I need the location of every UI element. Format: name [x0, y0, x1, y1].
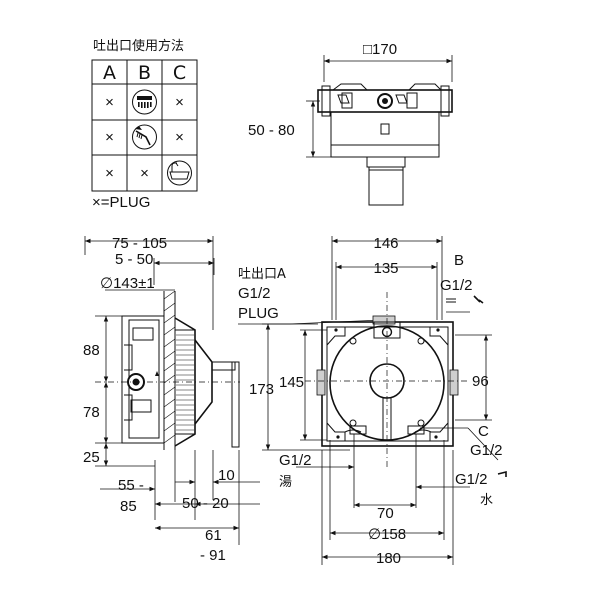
outlet-b-thread: G1/2: [440, 277, 473, 294]
outlet-a-thread: G1/2: [238, 285, 271, 302]
front-view: 146 135 吐出口A G1/2 PLUG B G1/2: [238, 235, 507, 567]
plug-mark: ×: [175, 129, 184, 146]
outlet-a-plug: PLUG: [238, 305, 279, 322]
cold-faucet-icon: [497, 470, 507, 477]
bathtub-icon: [167, 160, 192, 186]
front-dimension-158: ∅158: [368, 526, 406, 543]
outlet-b-shower-icon: [446, 298, 456, 303]
cold-thread-label: G1/2: [455, 471, 488, 488]
side-bottom-dimension-b: 85: [120, 498, 137, 515]
outlet-b-hand-shower-icon: [473, 295, 484, 304]
side-right-dimension-a: 10: [218, 467, 235, 484]
hand-shower-icon: [132, 124, 157, 150]
outlet-b-label: B: [454, 252, 464, 269]
column-a-header: A: [103, 62, 116, 84]
hot-thread-label: G1/2: [279, 452, 312, 469]
side-right-dimension-b: 50 - 20: [182, 495, 229, 512]
side-view: 75 - 105 5 - 50 ∅143±1: [83, 235, 260, 564]
side-lower-dimension: 78: [83, 404, 100, 421]
column-b-header: B: [138, 62, 151, 84]
front-dimension-180: 180: [376, 550, 401, 567]
front-dimension-70: 70: [377, 505, 394, 522]
shower-head-icon: [132, 89, 157, 115]
side-bottom-dimension-a: 55 -: [118, 477, 144, 494]
plug-mark: ×: [140, 165, 149, 182]
top-depth-dimension: 50 - 80: [248, 122, 295, 139]
side-far-dimension-a: 61: [205, 527, 222, 544]
side-overall-dimension: 75 - 105: [112, 235, 167, 252]
outlet-table-title: 吐出口使用方法: [93, 38, 184, 54]
column-c-header: C: [173, 62, 186, 84]
side-inset-dimension: 5 - 50: [115, 251, 153, 268]
side-diameter-dimension: ∅143±1: [100, 275, 155, 292]
front-dimension-173: 173: [249, 381, 274, 398]
plug-mark: ×: [105, 165, 114, 182]
front-dimension-146: 146: [373, 235, 398, 252]
top-width-dimension: □170: [363, 41, 397, 58]
hot-water-label: 湯: [279, 475, 292, 490]
outlet-c-thread: G1/2: [470, 442, 503, 459]
front-dimension-96: 96: [472, 373, 489, 390]
top-view: □170 50 - 80: [248, 41, 453, 206]
side-far-dimension-b: - 91: [200, 547, 226, 564]
plug-mark: ×: [105, 129, 114, 146]
plug-mark: ×: [175, 94, 184, 111]
wall-section: [163, 290, 176, 450]
front-dimension-145: 145: [279, 374, 304, 391]
outlet-usage-table: 吐出口使用方法 A B C × × × × × ×: [91, 38, 198, 211]
plug-mark: ×: [105, 94, 114, 111]
outlet-c-label: C: [478, 423, 489, 440]
outlet-a-label: 吐出口A: [238, 267, 286, 282]
plug-legend: ×=PLUG: [92, 194, 150, 211]
front-dimension-135: 135: [373, 260, 398, 277]
side-upper-dimension: 88: [83, 342, 100, 359]
cold-water-label: 水: [480, 493, 493, 508]
side-base-dimension: 25: [83, 449, 100, 466]
